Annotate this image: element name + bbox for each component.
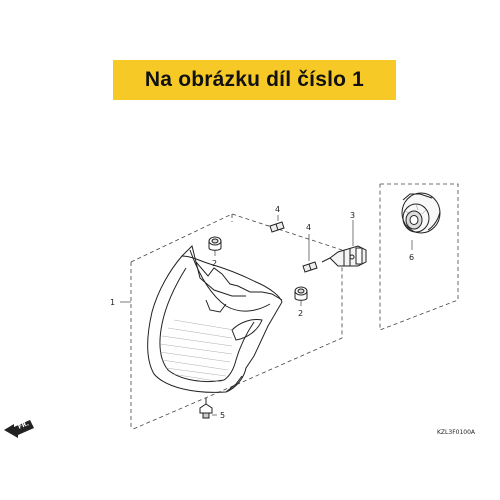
drawing-code: KZL3F0100A xyxy=(437,429,476,436)
assembly-outline xyxy=(130,183,459,431)
dust-cover[interactable] xyxy=(401,192,441,234)
callout-3: 3 xyxy=(350,211,355,220)
headlight-assembly[interactable] xyxy=(147,245,283,393)
callout-5: 5 xyxy=(220,411,225,420)
direction-label: FR. xyxy=(17,420,30,431)
callout-6: 6 xyxy=(409,253,414,262)
part-number-banner: Na obrázku díl číslo 1 xyxy=(113,60,396,100)
leader-lines xyxy=(120,215,413,416)
clip-upper[interactable] xyxy=(269,221,285,233)
front-direction-arrow: FR. xyxy=(4,420,34,438)
mounting-screw[interactable] xyxy=(199,398,213,419)
callout-4-upper: 4 xyxy=(275,205,280,214)
headlight-bulb[interactable] xyxy=(321,245,367,267)
grommet-upper[interactable] xyxy=(208,236,222,251)
grommet-lower[interactable] xyxy=(294,286,308,301)
banner-text: Na obrázku díl číslo 1 xyxy=(144,68,365,91)
callout-4-lower: 4 xyxy=(306,223,311,232)
callout-1: 1 xyxy=(110,298,115,307)
callout-2-lower: 2 xyxy=(298,309,303,318)
clip-lower[interactable] xyxy=(302,261,318,273)
callout-2-upper: 2 xyxy=(212,259,217,268)
